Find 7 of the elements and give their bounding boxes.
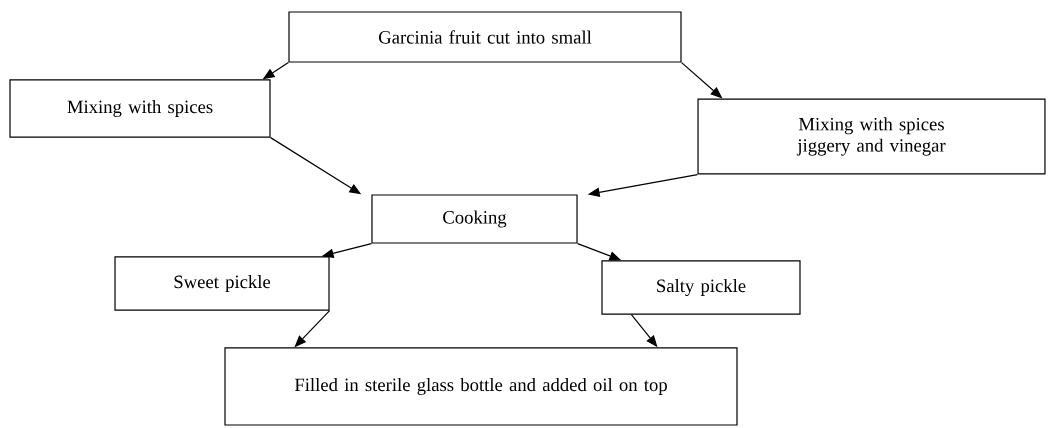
process-box: Mixing with spices jiggery and vinegar: [697, 98, 1046, 175]
process-box: Sweet pickle: [114, 256, 330, 311]
process-box: Cooking: [371, 194, 578, 244]
process-box: Filled in sterile glass bottle and added oil on top: [224, 347, 738, 426]
process-box: Salty pickle: [601, 260, 801, 315]
process-box: Garcinia fruit cut into small: [288, 11, 682, 63]
process-box: Mixing with spices: [9, 79, 271, 138]
